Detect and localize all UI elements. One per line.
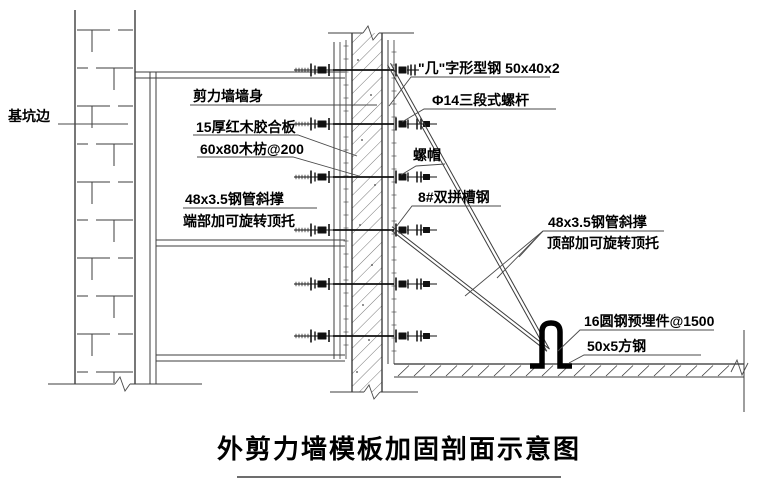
nut-block bbox=[317, 280, 327, 288]
concrete-dot bbox=[374, 184, 376, 186]
concrete-dot bbox=[361, 139, 363, 141]
ground-slab bbox=[394, 330, 749, 412]
concrete-dot bbox=[356, 371, 358, 373]
ground-hatch-line bbox=[701, 365, 714, 377]
concrete-dot bbox=[370, 94, 372, 96]
label-tie-bolt: Φ14三段式螺杆 bbox=[432, 92, 529, 108]
hat-channel-ticks bbox=[343, 45, 397, 352]
shear-wall-section bbox=[328, 25, 418, 400]
pit-edge-column bbox=[74, 10, 136, 384]
label-right-brace-2: 顶部加可旋转顶托 bbox=[547, 235, 659, 251]
support-frame bbox=[135, 71, 345, 384]
nut-block bbox=[398, 332, 407, 340]
ground-hatch-line bbox=[605, 365, 618, 377]
form-ties bbox=[294, 63, 437, 343]
leader-lines bbox=[58, 76, 714, 364]
label-pit-edge: 基坑边 bbox=[8, 108, 51, 124]
nut-block bbox=[317, 173, 327, 181]
concrete-dots bbox=[356, 59, 376, 373]
ground-hatch-line bbox=[589, 365, 602, 377]
nut-block bbox=[317, 66, 327, 74]
label-left-brace-2: 端部加可旋转顶托 bbox=[183, 213, 295, 229]
ground-hatch-line bbox=[669, 365, 682, 377]
nut-block bbox=[423, 333, 430, 339]
ground-hatch-line bbox=[509, 365, 522, 377]
ground-hatch-line bbox=[477, 365, 490, 377]
nut-block bbox=[398, 280, 407, 288]
pit-bottom-line bbox=[48, 376, 202, 392]
nut-block bbox=[398, 66, 407, 74]
concrete-dot bbox=[357, 59, 359, 61]
ground-hatch-line bbox=[397, 365, 410, 377]
label-left-brace-1: 48x3.5钢管斜撑 bbox=[185, 191, 284, 207]
ground-hatch-line bbox=[541, 365, 554, 377]
ground-hatch-line bbox=[573, 365, 586, 377]
title-block: 外剪力墙模板加固剖面示意图 bbox=[217, 434, 581, 478]
nut-block bbox=[398, 173, 407, 181]
concrete-dot bbox=[359, 224, 361, 226]
annotations: 基坑边 剪力墙墙身 15厚红木胶合板 60x80木枋@200 48x3.5钢管斜… bbox=[8, 60, 715, 354]
ground-hatch-line bbox=[429, 365, 442, 377]
label-hat-steel: "几"字形型钢 50x40x2 bbox=[418, 60, 560, 76]
label-timber-batten: 60x80木枋@200 bbox=[200, 141, 304, 157]
nut-block bbox=[317, 226, 327, 234]
ground-hatch-line bbox=[653, 365, 666, 377]
nut-block bbox=[423, 174, 430, 180]
ground-hatch-line bbox=[637, 365, 650, 377]
tie-rod-assembly bbox=[294, 170, 437, 184]
ground-hatch-line bbox=[413, 365, 426, 377]
tie-rod-assembly bbox=[294, 329, 437, 343]
nut-block bbox=[398, 226, 407, 234]
ground-hatch-line bbox=[717, 365, 730, 377]
concrete-dot bbox=[371, 264, 373, 266]
tie-rod-assembly bbox=[294, 117, 437, 131]
label-nut: 螺帽 bbox=[413, 147, 441, 163]
concrete-dot bbox=[362, 304, 364, 306]
nut-block bbox=[317, 332, 327, 340]
nut-block bbox=[317, 120, 327, 128]
nut-block bbox=[398, 120, 407, 128]
ground-hatch-line bbox=[685, 365, 698, 377]
tie-rod-assembly bbox=[294, 63, 419, 77]
drawing-title: 外剪力墙模板加固剖面示意图 bbox=[217, 434, 581, 464]
ground-hatch-line bbox=[461, 365, 474, 377]
nut-block bbox=[423, 281, 430, 287]
anchor-channel bbox=[530, 320, 572, 369]
label-double-channel: 8#双拼槽钢 bbox=[418, 189, 490, 205]
brick-pattern bbox=[77, 29, 133, 383]
ground-hatch-line bbox=[493, 365, 506, 377]
label-shear-wall-body: 剪力墙墙身 bbox=[193, 88, 263, 104]
label-square-steel: 50x5方钢 bbox=[587, 338, 646, 354]
label-right-brace-1: 48x3.5钢管斜撑 bbox=[548, 214, 647, 230]
ground-hatch-line bbox=[621, 365, 634, 377]
nut-block bbox=[423, 227, 430, 233]
ground-hatch-line bbox=[445, 365, 458, 377]
tie-rod-assembly bbox=[294, 277, 437, 291]
label-embedded-part: 16圆钢预埋件@1500 bbox=[584, 313, 715, 329]
label-plywood: 15厚红木胶合板 bbox=[196, 119, 297, 135]
concrete-dot bbox=[368, 339, 370, 341]
